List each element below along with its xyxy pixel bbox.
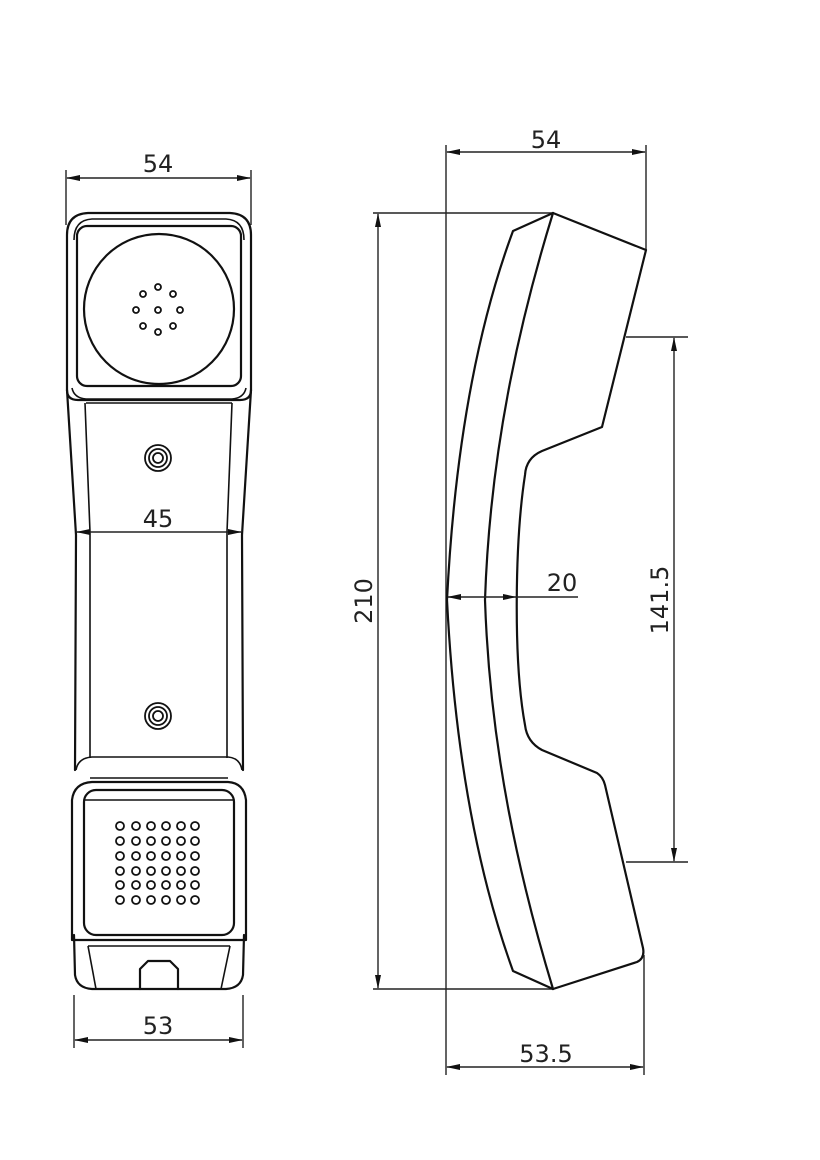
front-bottom-width-dimension: 53: [73, 995, 244, 1048]
side-total-length-dimension: 210: [350, 212, 553, 990]
side-grip-thickness-label: 20: [547, 569, 578, 597]
front-top-width-label: 54: [143, 150, 174, 178]
front-waist-width-dimension: 45: [76, 505, 242, 535]
side-bottom-depth-label: 53.5: [519, 1040, 572, 1068]
side-top-depth-dimension: 54: [445, 126, 647, 1075]
mouthpiece: [70, 780, 248, 942]
front-view: 54: [65, 150, 253, 1048]
front-top-width-dimension: 54: [65, 150, 252, 225]
side-total-length-label: 210: [350, 578, 378, 624]
upper-screw: [144, 444, 172, 472]
lower-screw: [144, 702, 172, 730]
side-grip-thickness-dimension: 20: [447, 569, 578, 600]
side-view: 54 210 20 141.5: [350, 126, 688, 1075]
mouthpiece-holes: [115, 821, 200, 905]
earpiece-cap: [65, 211, 253, 402]
side-bottom-depth-dimension: 53.5: [446, 955, 645, 1075]
side-top-depth-label: 54: [531, 126, 562, 154]
side-inner-span-label: 141.5: [646, 566, 674, 635]
handset-profile: [445, 211, 648, 991]
earpiece-circle: [82, 232, 236, 386]
cord-notch: [138, 959, 180, 991]
front-bottom-width-label: 53: [143, 1012, 174, 1040]
handset-base: [72, 933, 246, 991]
front-waist-width-label: 45: [143, 505, 174, 533]
earpiece-holes: [132, 283, 184, 336]
side-inner-span-dimension: 141.5: [626, 336, 688, 863]
